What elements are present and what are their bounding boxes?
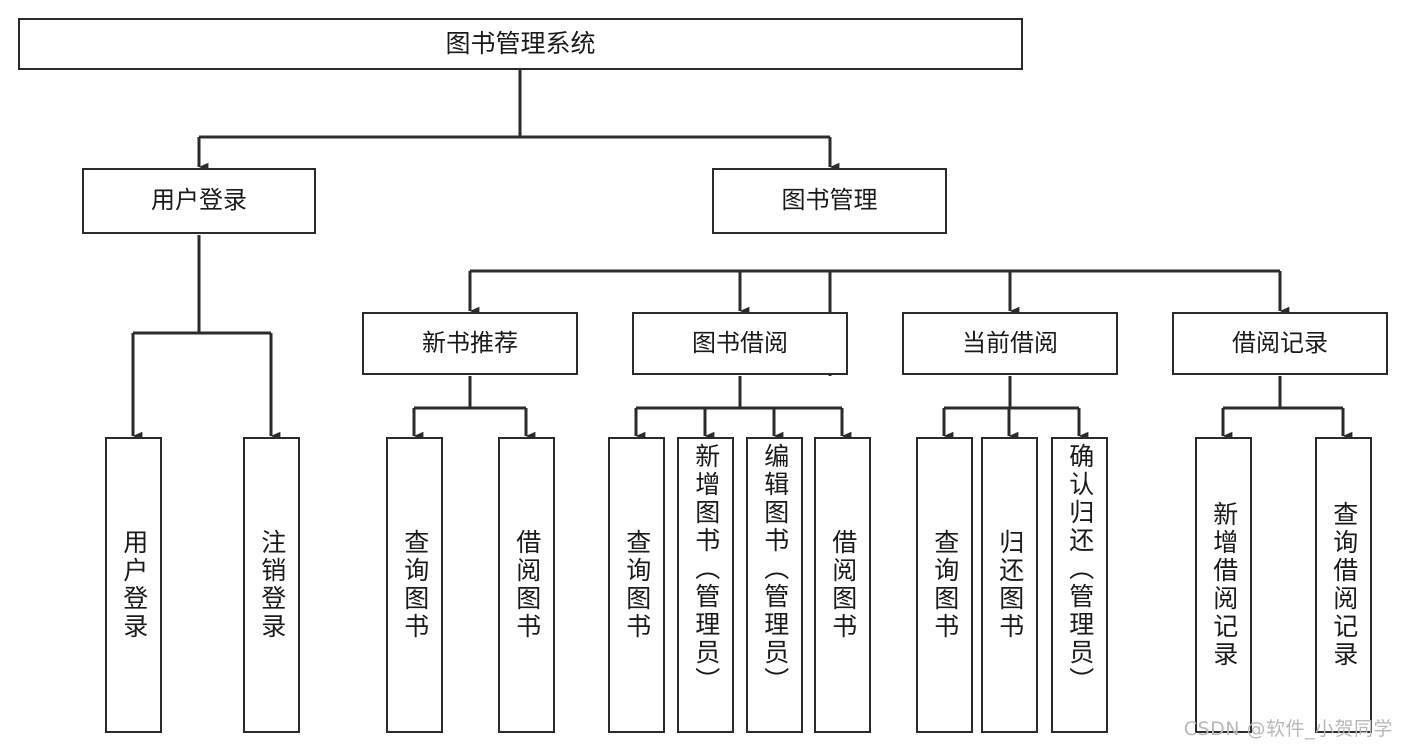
node-label: 确认归还（管理员） <box>1065 443 1095 695</box>
node-label: 用户登录 <box>151 186 247 215</box>
leaf-borrow-record-add-record[interactable]: 新增借阅记录 <box>1195 437 1252 733</box>
node-label: 借阅图书 <box>828 529 858 641</box>
node-label: 新书推荐 <box>422 328 518 357</box>
node-borrow-record[interactable]: 借阅记录 <box>1172 312 1388 375</box>
leaf-book-borrow-borrow-book[interactable]: 借阅图书 <box>814 437 871 733</box>
leaf-book-borrow-add-book-admin[interactable]: 新增图书（管理员） <box>677 437 734 733</box>
node-new-book-recommend[interactable]: 新书推荐 <box>362 312 578 375</box>
leaf-book-borrow-query-book[interactable]: 查询图书 <box>608 437 665 733</box>
node-label: 编辑图书（管理员） <box>760 443 790 695</box>
node-label: 查询图书 <box>400 529 430 641</box>
leaf-user-login-login[interactable]: 用户登录 <box>105 437 162 733</box>
leaf-current-borrow-return-book[interactable]: 归还图书 <box>981 437 1038 733</box>
leaf-book-borrow-edit-book-admin[interactable]: 编辑图书（管理员） <box>746 437 803 733</box>
node-label: 图书管理 <box>781 186 878 215</box>
node-root-book-management-system[interactable]: 图书管理系统 <box>18 18 1023 70</box>
node-label: 借阅记录 <box>1232 328 1328 357</box>
node-label: 归还图书 <box>995 529 1025 641</box>
node-label: 查询图书 <box>930 529 960 641</box>
node-user-login[interactable]: 用户登录 <box>82 168 316 234</box>
leaf-borrow-record-query-record[interactable]: 查询借阅记录 <box>1315 437 1372 733</box>
node-label: 查询借阅记录 <box>1329 501 1359 669</box>
node-label: 注销登录 <box>257 529 287 641</box>
node-current-borrow[interactable]: 当前借阅 <box>902 312 1118 375</box>
leaf-current-borrow-confirm-return-admin[interactable]: 确认归还（管理员） <box>1051 437 1108 733</box>
leaf-new-book-borrow-book[interactable]: 借阅图书 <box>498 437 555 733</box>
node-label: 借阅图书 <box>512 529 542 641</box>
node-label: 新增借阅记录 <box>1209 501 1239 669</box>
node-label: 新增图书（管理员） <box>691 443 721 695</box>
node-label: 当前借阅 <box>962 328 1058 357</box>
leaf-new-book-query-book[interactable]: 查询图书 <box>386 437 443 733</box>
leaf-user-login-logout[interactable]: 注销登录 <box>243 437 300 733</box>
node-label: 查询图书 <box>622 529 652 641</box>
node-label: 图书借阅 <box>692 328 788 357</box>
node-book-borrow[interactable]: 图书借阅 <box>632 312 848 375</box>
node-book-management[interactable]: 图书管理 <box>712 168 947 234</box>
node-label: 用户登录 <box>119 529 149 641</box>
node-label: 图书管理系统 <box>445 28 596 58</box>
leaf-current-borrow-query-book[interactable]: 查询图书 <box>916 437 973 733</box>
